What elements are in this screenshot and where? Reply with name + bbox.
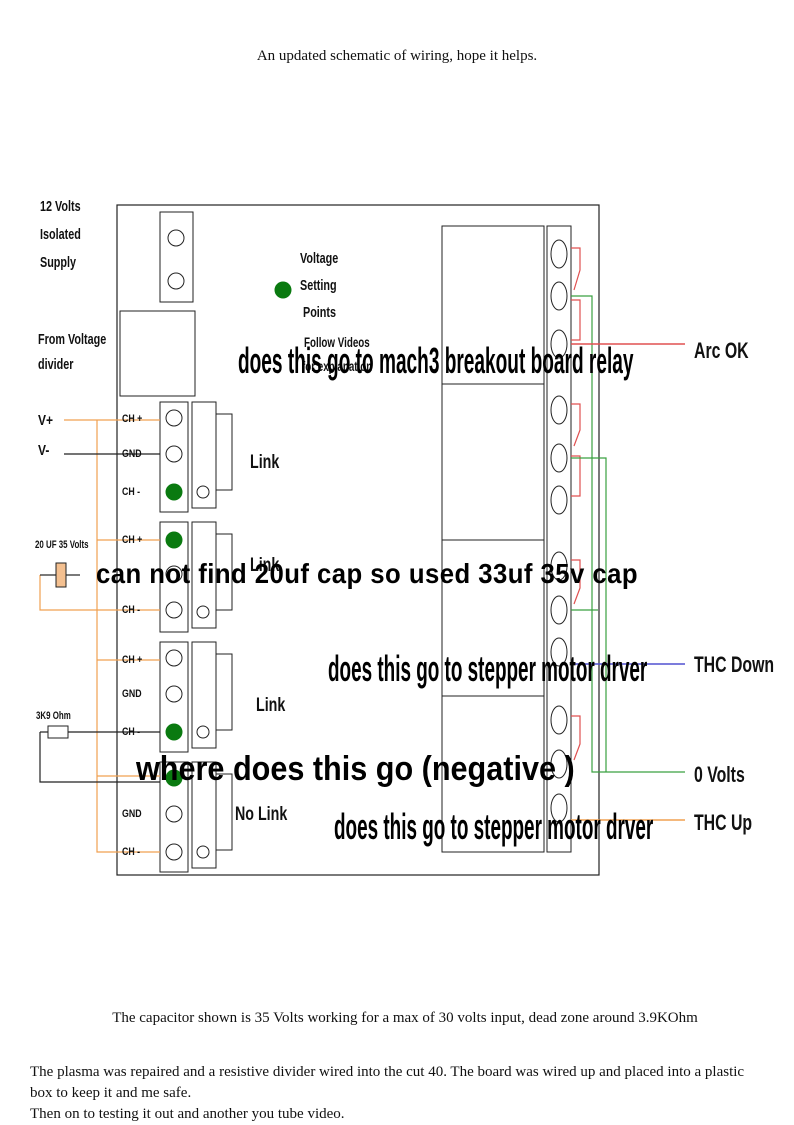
divider-label-1: From Voltage: [38, 331, 107, 348]
output-thc-down: THC Down: [694, 652, 775, 677]
voltage-label-2: Setting: [300, 277, 337, 294]
pin-gnd-4: GND: [122, 808, 142, 820]
capacitor-note: The capacitor shown is 35 Volts working …: [112, 1010, 698, 1026]
pin-ch-minus-2: CH -: [122, 604, 141, 616]
supply-label-3: Supply: [40, 254, 77, 271]
paragraph-line-1: The plasma was repaired and a resistive …: [30, 1064, 745, 1101]
annotation-down-question: does this go to stepper motor drver: [328, 648, 648, 689]
divider-label-2: divider: [38, 356, 74, 373]
annotation-capacitor-note: can not find 20uf cap so used 33uf 35v c…: [96, 558, 639, 589]
supply-terminal: [159, 211, 194, 303]
annotation-negative-question: where does this go (negative ): [136, 750, 575, 788]
output-arc-ok: Arc OK: [694, 338, 749, 363]
link-label-1: Link: [250, 452, 280, 473]
pin-ch-minus-1: CH -: [122, 486, 141, 498]
supply-label-1: 12 Volts: [40, 198, 81, 215]
no-link-label: No Link: [235, 804, 288, 825]
output-zero-volts: 0 Volts: [694, 762, 745, 787]
paragraph-line-2: Then on to testing it out and another yo…: [30, 1106, 345, 1122]
capacitor-icon: [55, 562, 67, 588]
link-jumpers: [191, 401, 233, 869]
pin-ch-minus-4: CH -: [122, 846, 141, 858]
pin-ch-minus-3: CH -: [122, 726, 141, 738]
annotation-up-question: does this go to stepper motor drver: [334, 806, 654, 847]
relays: [441, 225, 572, 853]
v-plus-label: V+: [38, 412, 54, 429]
capacitor-label: 20 UF 35 Volts: [35, 539, 89, 551]
pin-ch-plus-3: CH +: [122, 654, 143, 666]
pin-ch-plus-2: CH +: [122, 534, 143, 546]
v-minus-label: V-: [38, 442, 50, 459]
output-thc-up: THC Up: [694, 810, 753, 835]
annotation-relay-question: does this go to mach3 breakout board rel…: [238, 340, 634, 381]
link-label-2: Link: [250, 555, 280, 576]
voltage-label-5: for explanation: [302, 358, 373, 374]
pin-gnd-1: GND: [122, 448, 142, 460]
channel-terminals: [159, 401, 189, 873]
page-caption: An updated schematic of wiring, hope it …: [256, 48, 538, 64]
voltage-label-4: Follow Videos: [304, 334, 370, 350]
link-label-3: Link: [256, 695, 286, 716]
pin-ch-plus-1: CH +: [122, 413, 143, 425]
resistor-label: 3K9 Ohm: [36, 710, 71, 722]
divider-box: [119, 310, 196, 397]
voltage-label-1: Voltage: [300, 250, 339, 267]
voltage-label-3: Points: [303, 304, 337, 321]
resistor-icon: [47, 725, 69, 739]
supply-label-2: Isolated: [40, 226, 81, 243]
voltage-point-icon: [274, 281, 292, 299]
pin-gnd-3: GND: [122, 688, 142, 700]
description-paragraph: The plasma was repaired and a resistive …: [30, 1062, 770, 1125]
